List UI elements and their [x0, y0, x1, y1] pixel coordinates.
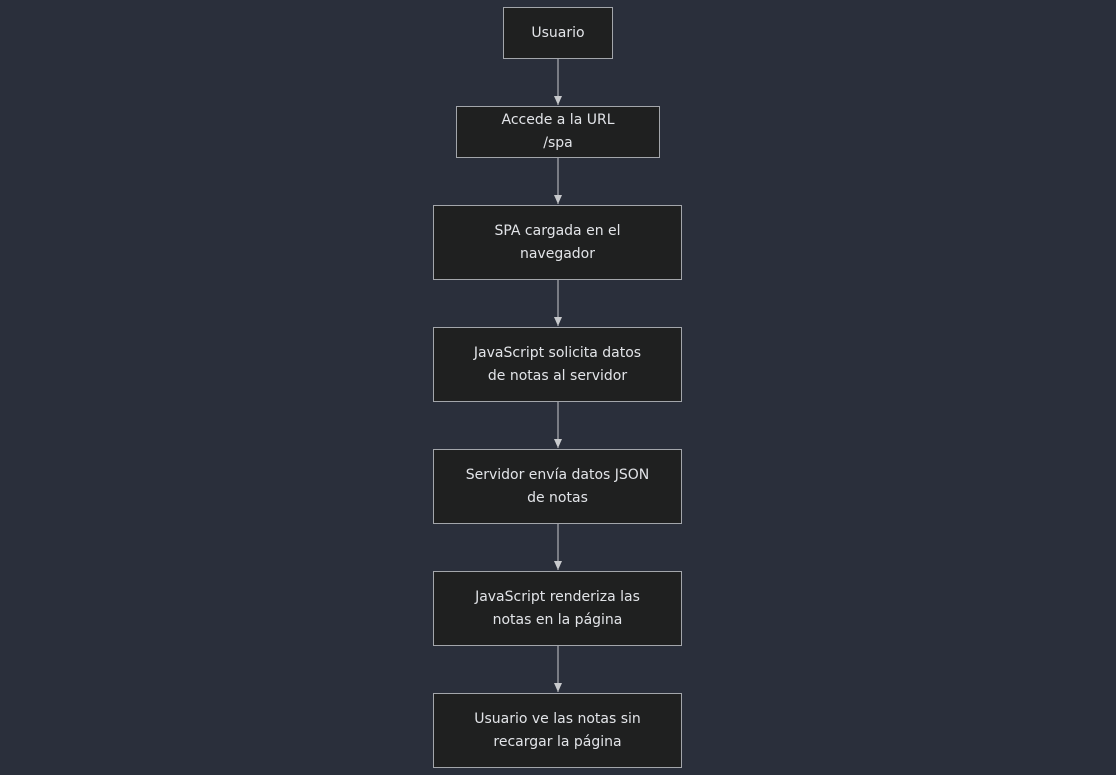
node-js-solicita: JavaScript solicita datos de notas al se… [433, 327, 682, 402]
node-js-renderiza: JavaScript renderiza las notas en la pág… [433, 571, 682, 646]
node-spa-cargada: SPA cargada en el navegador [433, 205, 682, 280]
node-servidor-envia-label: Servidor envía datos JSON de notas [465, 466, 650, 506]
node-js-renderiza-label: JavaScript renderiza las notas en la pág… [475, 588, 640, 628]
node-spa-cargada-label: SPA cargada en el navegador [494, 222, 621, 262]
node-js-solicita-label: JavaScript solicita datos de notas al se… [473, 344, 642, 384]
node-servidor-envia: Servidor envía datos JSON de notas [433, 449, 682, 524]
node-usuario: Usuario [503, 7, 613, 59]
node-accede-url-label: Accede a la URL /spa [501, 112, 615, 151]
node-usuario-ve-label: Usuario ve las notas sin recargar la pág… [474, 710, 641, 750]
node-usuario-ve: Usuario ve las notas sin recargar la pág… [433, 693, 682, 768]
node-accede-url: Accede a la URL /spa [456, 106, 660, 158]
node-usuario-label: Usuario [531, 24, 585, 41]
